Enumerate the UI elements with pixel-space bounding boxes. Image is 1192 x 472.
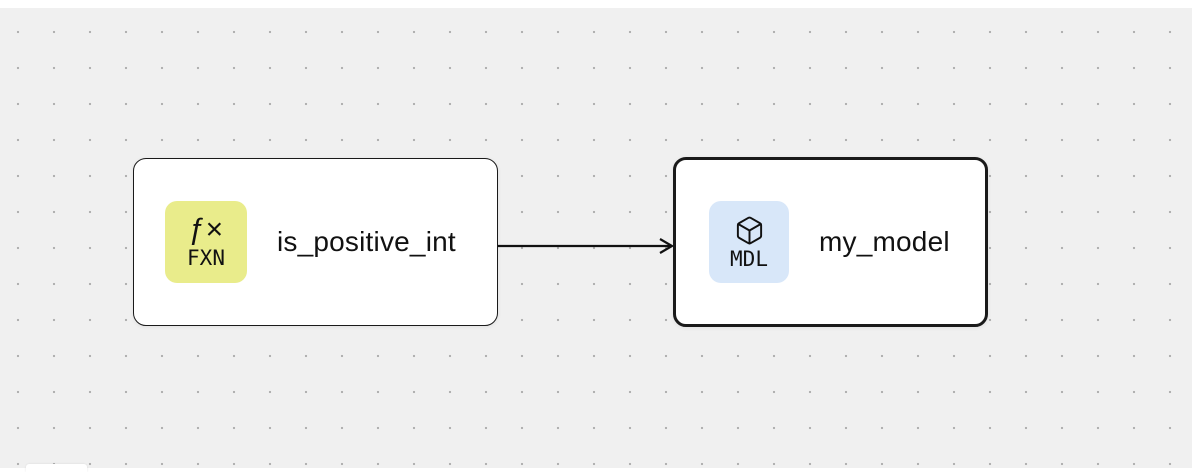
- function-icon: ƒ×: [188, 213, 224, 246]
- model-badge: MDL: [709, 201, 789, 283]
- model-node-title: my_model: [819, 226, 950, 257]
- function-node-title: is_positive_int: [277, 226, 456, 257]
- arrowhead-icon: [659, 238, 675, 254]
- node-my-model[interactable]: MDL my_model: [673, 157, 988, 327]
- bottom-left-panel-peek: [26, 464, 87, 472]
- edge-arrow[interactable]: [497, 236, 675, 256]
- function-badge: ƒ× FXN: [165, 201, 247, 283]
- function-badge-label: FXN: [187, 246, 225, 270]
- top-white-strip: [0, 0, 1192, 8]
- cube-icon: [734, 215, 765, 246]
- model-badge-label: MDL: [730, 246, 768, 271]
- bottom-white-strip: [0, 468, 1192, 472]
- node-is-positive-int[interactable]: ƒ× FXN is_positive_int: [133, 158, 498, 326]
